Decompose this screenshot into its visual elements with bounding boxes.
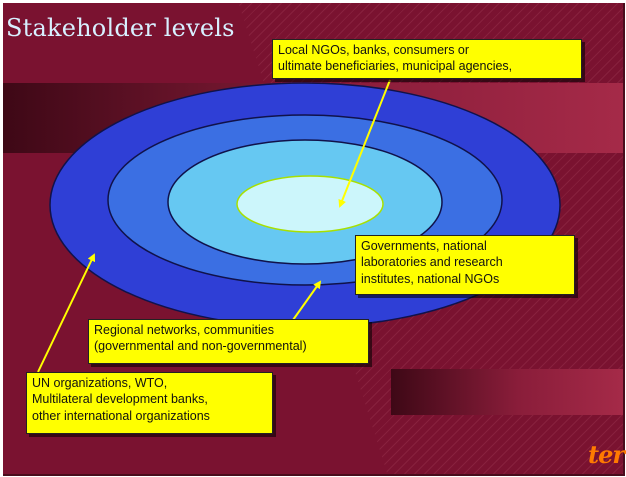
arrow-regional <box>292 280 322 321</box>
callout-local-line: ultimate beneficiaries, municipal agenci… <box>278 59 513 74</box>
callout-local: Local NGOs, banks, consumers or ultimate… <box>272 39 582 79</box>
callout-national-line: laboratories and research <box>361 255 503 270</box>
callout-international-line: other international organizations <box>32 408 210 423</box>
callout-national: Governments, national laboratories and r… <box>355 235 575 295</box>
callout-regional-line: Regional networks, communities <box>94 323 274 337</box>
slide-title: Stakeholder levels <box>6 14 235 42</box>
arrow-local <box>338 79 391 208</box>
callout-national-line: Governments, national <box>361 239 487 253</box>
callout-national-line: institutes, national NGOs <box>361 271 500 286</box>
ring-local-core <box>236 175 384 233</box>
callout-regional: Regional networks, communities (governme… <box>88 319 369 364</box>
decorative-band-bottom <box>391 369 623 415</box>
arrow-international <box>37 253 96 373</box>
callout-regional-line: (governmental and non-governmental) <box>94 339 307 354</box>
callout-local-line: Local NGOs, banks, consumers or <box>278 43 470 57</box>
callout-international-line: Multilateral development banks, <box>32 392 208 407</box>
callout-international-line: UN organizations, WTO, <box>32 376 168 390</box>
callout-international: UN organizations, WTO, Multilateral deve… <box>26 372 273 434</box>
brand-logo: ter <box>588 440 625 469</box>
